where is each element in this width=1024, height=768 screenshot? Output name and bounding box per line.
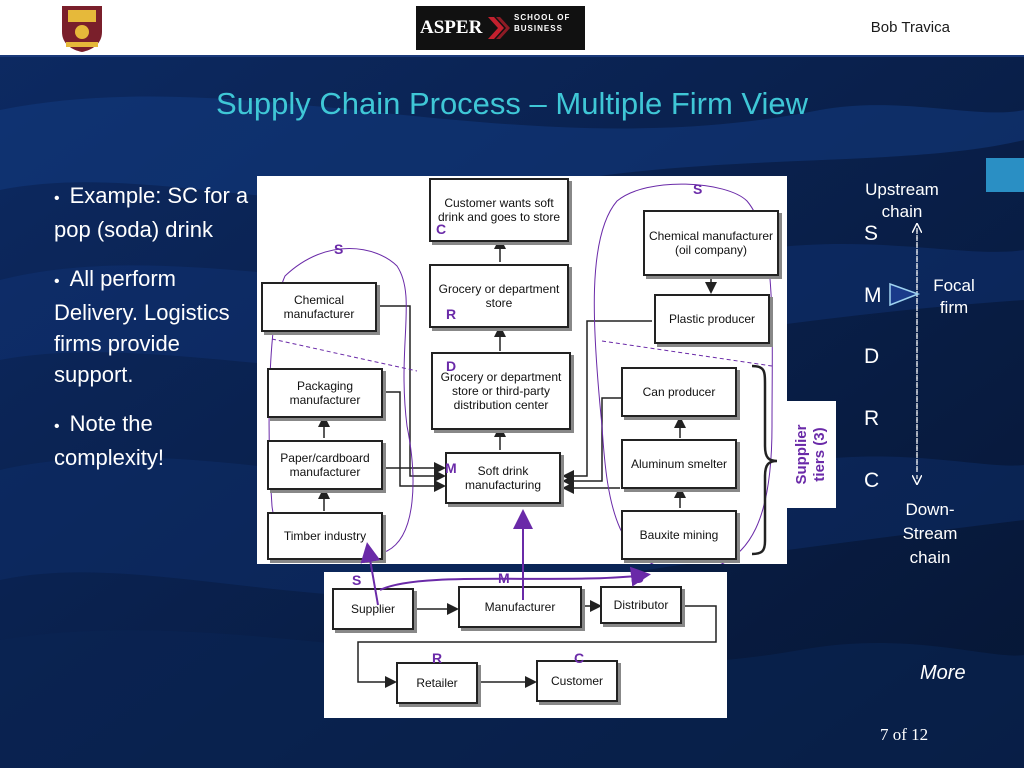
bullet-item: •Example: SC for a pop (soda) drink — [54, 180, 254, 245]
bullet-list: •Example: SC for a pop (soda) drink •All… — [54, 180, 254, 491]
packaging-box: Packaging manufacturer — [267, 368, 383, 418]
customer-lower-box: Customer — [536, 660, 618, 702]
chevron-logo-icon — [488, 17, 510, 39]
label-r-lower: R — [432, 650, 443, 666]
bullet-dot-icon: • — [54, 190, 60, 207]
upstream-line-2: chain — [881, 202, 923, 221]
label-d: D — [446, 358, 457, 374]
timber-box: Timber industry — [267, 512, 383, 560]
header-divider — [0, 55, 1024, 57]
label-s-lower: S — [352, 572, 362, 588]
focal-firm-label: Focal firm — [922, 275, 986, 319]
university-crest-logo — [55, 3, 109, 53]
can-box: Can producer — [621, 367, 737, 417]
asper-school-logo: ASPER SCHOOL OF BUSINESS — [416, 6, 585, 50]
bullet-dot-icon: • — [54, 418, 60, 435]
more-link[interactable]: More — [920, 662, 966, 684]
bullet-text: All perform Delivery. Logistics firms pr… — [54, 266, 230, 387]
bullet-item: •All perform Delivery. Logistics firms p… — [54, 263, 254, 390]
scm-letter-s: S — [864, 222, 879, 245]
scm-letter-c: C — [864, 469, 880, 492]
bullet-text: Example: SC for a pop (soda) drink — [54, 183, 249, 242]
downstream-line-1: Down- — [905, 500, 955, 519]
focal-line-2: firm — [939, 298, 969, 317]
label-s-right: S — [693, 181, 703, 197]
upstream-label: Upstream chain — [862, 179, 942, 223]
customer-box: Customer wants soft drink and goes to st… — [429, 178, 569, 242]
supply-chain-diagram: Customer wants soft drink and goes to st… — [257, 176, 787, 564]
asper-logo-subtext: SCHOOL OF BUSINESS — [514, 12, 570, 34]
asper-sub-line-1: SCHOOL OF — [514, 13, 571, 22]
decorative-tab — [986, 158, 1024, 192]
manufacturer-box: Manufacturer — [458, 586, 582, 628]
distributor-box: Distributor — [600, 586, 682, 624]
supplier-tiers-label: Supplier tiers (3) — [786, 401, 836, 508]
bullet-dot-icon: • — [54, 273, 60, 290]
grocery-dc-box: Grocery or department store or third-par… — [431, 352, 571, 430]
soft-drink-box: Soft drink manufacturing — [445, 452, 561, 504]
diagram-connectors — [268, 183, 778, 564]
label-m: M — [445, 460, 457, 476]
asper-sub-line-2: BUSINESS — [514, 24, 563, 33]
chemical-right-box: Chemical manufacturer (oil company) — [643, 210, 779, 276]
scm-letter-r: R — [864, 407, 880, 430]
retailer-box: Retailer — [396, 662, 478, 704]
page-number: 7 of 12 — [880, 725, 929, 744]
plastic-box: Plastic producer — [654, 294, 770, 344]
bullet-item: •Note the complexity! — [54, 408, 254, 473]
simple-supply-chain: Supplier Manufacturer Distributor Retail… — [324, 570, 727, 718]
paper-box: Paper/cardboard manufacturer — [267, 440, 383, 490]
label-r: R — [446, 306, 457, 322]
grocery-box: Grocery or department store — [429, 264, 569, 328]
bauxite-box: Bauxite mining — [621, 510, 737, 560]
supplier-tiers-brace — [751, 364, 778, 556]
chemical-left-box: Chemical manufacturer — [261, 282, 377, 332]
label-c: C — [436, 221, 447, 237]
slide-title: Supply Chain Process – Multiple Firm Vie… — [215, 86, 809, 121]
downstream-line-3: chain — [909, 548, 951, 567]
downstream-label: Down- Stream chain — [888, 498, 972, 570]
downstream-line-2: Stream — [902, 524, 958, 543]
aluminum-box: Aluminum smelter — [621, 439, 737, 489]
focal-line-1: Focal — [933, 276, 975, 295]
author-name: Bob Travica — [870, 19, 950, 36]
scm-letter-m: M — [864, 284, 882, 307]
bullet-text: Note the complexity! — [54, 411, 165, 470]
focal-pointer-icon — [889, 282, 921, 307]
asper-logo-text: ASPER — [420, 17, 483, 38]
label-c-lower: C — [574, 650, 585, 666]
upstream-line-1: Upstream — [865, 180, 939, 199]
label-s-left: S — [334, 241, 344, 257]
scm-letter-d: D — [864, 345, 880, 368]
supplier-box: Supplier — [332, 588, 414, 630]
